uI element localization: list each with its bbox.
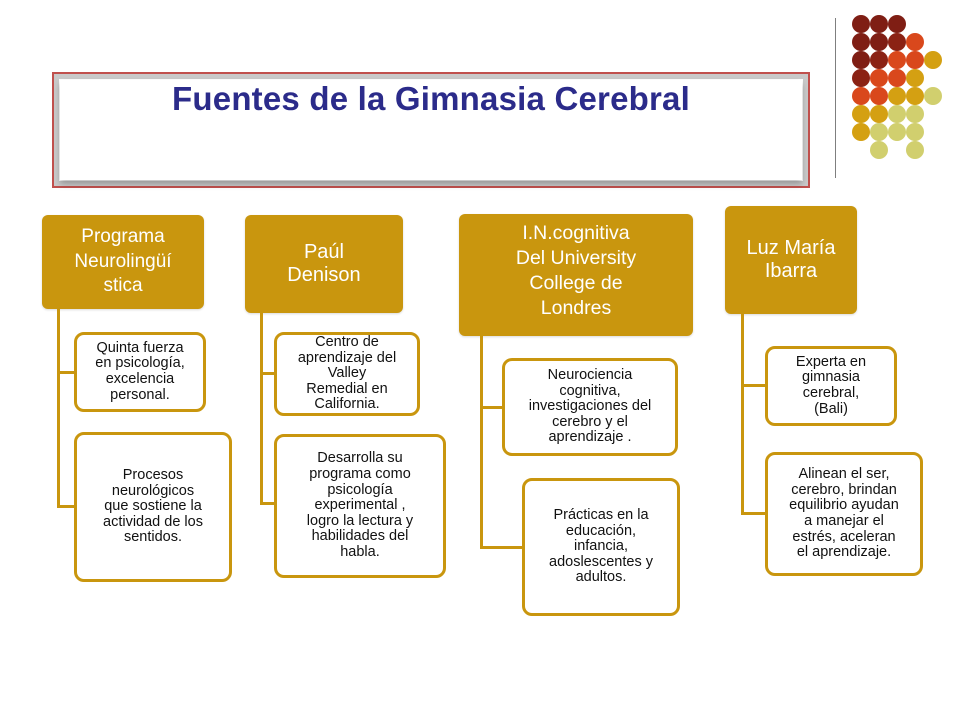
connector-line bbox=[480, 406, 504, 409]
dot-icon bbox=[888, 105, 906, 123]
dot-icon bbox=[870, 15, 888, 33]
dot-icon bbox=[870, 141, 888, 159]
connector-line bbox=[741, 314, 744, 514]
dot-icon bbox=[888, 123, 906, 141]
dot-icon bbox=[852, 33, 870, 51]
dot-icon bbox=[852, 15, 870, 33]
decorative-dots bbox=[0, 0, 960, 160]
dot-icon bbox=[906, 123, 924, 141]
connector-line bbox=[480, 546, 524, 549]
dot-icon bbox=[852, 105, 870, 123]
dot-icon bbox=[906, 69, 924, 87]
dot-icon bbox=[870, 105, 888, 123]
decorative-vertical-line bbox=[835, 18, 836, 178]
header-label: I.N.cognitiva Del University College de … bbox=[515, 222, 637, 319]
header-in-cognitiva: I.N.cognitiva Del University College de … bbox=[459, 214, 693, 336]
header-programa-neurolinguistica: Programa Neurolingüí stica bbox=[42, 215, 204, 309]
dot-icon bbox=[852, 87, 870, 105]
connector-line bbox=[260, 372, 276, 375]
dot-icon bbox=[924, 87, 942, 105]
dot-icon bbox=[870, 123, 888, 141]
connector-line bbox=[57, 309, 60, 507]
child-box: Desarrolla su programa como psicología e… bbox=[274, 434, 446, 578]
child-box: Prácticas en la educación, infancia, ado… bbox=[522, 478, 680, 616]
dot-icon bbox=[888, 51, 906, 69]
child-box: Neurociencia cognitiva, investigaciones … bbox=[502, 358, 678, 456]
header-label: Luz María Ibarra bbox=[746, 237, 836, 282]
child-box: Alinean el ser, cerebro, brindan equilib… bbox=[765, 452, 923, 576]
connector-line bbox=[260, 313, 263, 505]
header-paul-denison: Paúl Denison bbox=[245, 215, 403, 313]
title-frame bbox=[52, 72, 810, 188]
connector-line bbox=[260, 502, 276, 505]
dot-icon bbox=[870, 33, 888, 51]
header-luz-maria-ibarra: Luz María Ibarra bbox=[725, 206, 857, 314]
connector-line bbox=[57, 505, 76, 508]
connector-line bbox=[741, 384, 767, 387]
header-label: Programa Neurolingüí stica bbox=[74, 225, 172, 297]
dot-icon bbox=[870, 69, 888, 87]
child-box: Procesos neurológicos que sostiene la ac… bbox=[74, 432, 232, 582]
child-box: Quinta fuerza en psicología, excelencia … bbox=[74, 332, 206, 412]
page-title: Fuentes de la Gimnasia Cerebral bbox=[172, 80, 690, 117]
dot-icon bbox=[924, 51, 942, 69]
connector-line bbox=[480, 336, 483, 548]
connector-line bbox=[57, 371, 76, 374]
dot-icon bbox=[870, 87, 888, 105]
connector-line bbox=[741, 512, 767, 515]
dot-icon bbox=[888, 15, 906, 33]
dot-icon bbox=[888, 69, 906, 87]
dot-icon bbox=[852, 123, 870, 141]
dot-icon bbox=[906, 87, 924, 105]
dot-icon bbox=[906, 141, 924, 159]
child-box: Experta en gimnasia cerebral, (Bali) bbox=[765, 346, 897, 426]
dot-icon bbox=[852, 69, 870, 87]
dot-icon bbox=[906, 105, 924, 123]
child-box: Centro de aprendizaje del Valley Remedia… bbox=[274, 332, 420, 416]
dot-icon bbox=[906, 33, 924, 51]
dot-icon bbox=[906, 51, 924, 69]
dot-icon bbox=[870, 51, 888, 69]
header-label: Paúl Denison bbox=[287, 241, 361, 286]
dot-icon bbox=[888, 33, 906, 51]
dot-icon bbox=[852, 51, 870, 69]
dot-icon bbox=[888, 87, 906, 105]
